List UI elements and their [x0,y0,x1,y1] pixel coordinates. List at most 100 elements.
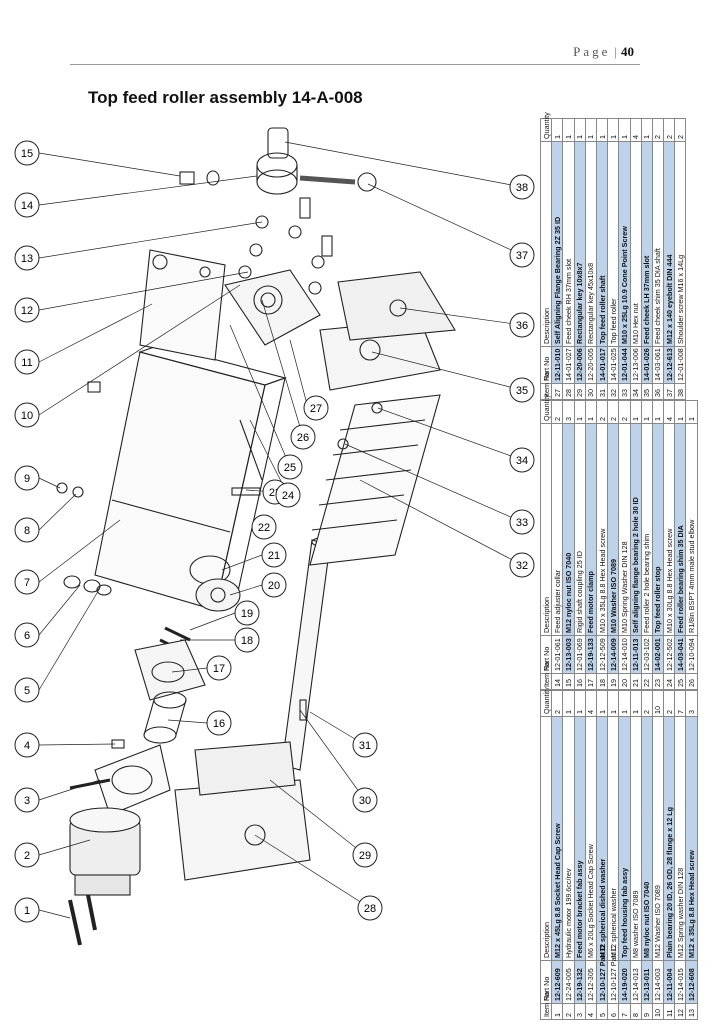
svg-text:9: 9 [24,473,30,485]
callout-30: 30 [352,787,378,813]
cell-desc: M10 x 35Lg 8.8 Hex Head screw [596,423,608,636]
cell-item: 11 [663,1003,675,1020]
cell-desc: Rigid shaft coupling 25 ID [574,423,586,636]
cell-desc: Feed roller bearing shim 35 DIA [674,423,686,636]
svg-text:17: 17 [213,663,225,675]
svg-text:10: 10 [21,410,33,422]
cell-qty: 2 [551,690,563,717]
cell-part: 12-01-061 [551,635,563,674]
cell-desc: M12 x 45Lg 8.8 Socket Head Cap Screw [551,716,563,961]
page-number: 40 [621,44,634,59]
cell-item: 31 [596,383,608,400]
svg-text:22: 22 [258,522,270,534]
svg-text:15: 15 [21,148,33,160]
cell-qty: 1 [596,690,608,717]
feed-cheek-rh [174,779,311,881]
cell-item: 29 [574,383,586,400]
col-part-no: Part No [540,346,552,384]
callout-24: 24 [275,482,301,508]
cell-part: 14-03-061 [652,346,664,384]
cell-part: 12-12-305 [585,960,597,1004]
cell-item: 19 [607,673,619,690]
cell-qty: 1 [630,690,642,717]
cell-item: 32 [607,383,619,400]
cell-desc: M8 nyloc nut ISO 7040 [641,716,653,961]
cell-part: 12-12-609 [551,960,563,1004]
cell-desc: Feed cheek LH 37mm slot [641,141,653,347]
cell-item: 26 [685,673,698,690]
cell-part: 12-03-102 [641,635,653,674]
callout-14: 14 [14,192,40,218]
cell-qty: 1 [685,400,698,424]
svg-text:35: 35 [516,385,528,397]
cell-desc: Feed motor bracket fab assy [574,716,586,961]
cell-item: 1 [551,1003,563,1020]
callout-32: 32 [509,552,535,578]
callout-17: 17 [206,655,232,681]
cell-item: 13 [685,1003,698,1020]
cell-qty: 3 [685,690,698,717]
callout-16: 16 [206,710,232,736]
cell-item: 30 [585,383,597,400]
cell-item: 15 [562,673,575,690]
cell-qty: 1 [641,118,653,142]
cell-desc: Feed cheek RH 37mm slot [562,141,575,347]
cell-part: 14-01-026 [641,346,653,384]
cell-qty: 10 [652,690,664,717]
feed-roller-shaft [281,539,331,771]
svg-text:29: 29 [359,850,371,862]
cell-item: 34 [630,383,642,400]
cell-item: 23 [652,673,664,690]
cell-part: 12-11-004 [663,960,675,1004]
callout-9: 9 [14,465,40,491]
cell-item: 5 [596,1003,608,1020]
cell-item: 25 [674,673,686,690]
cell-part: 12-10-127 Part C [607,946,619,1004]
cell-item: 24 [663,673,675,690]
cell-desc: M10 Washer ISO 7089 [607,423,619,636]
col-item-no: Item No [540,662,552,690]
callout-27: 27 [303,395,329,421]
callout-5: 5 [14,677,40,703]
cell-desc: M6 x 20Lg Socket Head Cap Screw [585,716,597,961]
callout-33: 33 [509,509,535,535]
cell-qty: 1 [585,400,597,424]
col-description: Description [540,141,552,347]
svg-text:36: 36 [516,320,528,332]
leader-lines [38,141,523,919]
callout-36: 36 [509,312,535,338]
cell-qty: 2 [618,400,630,424]
svg-text:37: 37 [516,250,528,262]
callout-21: 21 [261,542,287,568]
cell-part: 12-10-127 Part D [596,945,608,1004]
cell-desc: Rectangular key 45x10x8 [585,141,597,347]
cell-part: 12-11-010 [551,346,563,384]
cell-qty: 1 [585,118,597,142]
callout-15: 15 [14,140,40,166]
callout-3: 3 [14,787,40,813]
top-feed-housing [94,351,266,611]
callout-18: 18 [234,627,260,653]
callouts: 1 2 3 4 5 6 7 8 9 10 11 12 13 14 15 16 1… [14,140,535,923]
svg-text:8: 8 [24,525,30,537]
svg-text:13: 13 [21,253,33,265]
cell-qty: 4 [663,400,675,424]
svg-text:4: 4 [24,740,30,752]
cell-desc: Top feed roller [607,141,619,347]
svg-text:14: 14 [21,200,33,212]
motor-bracket [94,744,171,816]
